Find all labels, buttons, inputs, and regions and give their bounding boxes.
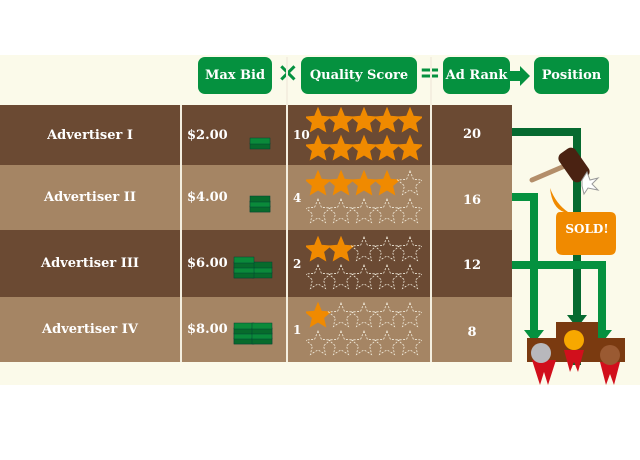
position-podium-diagram — [512, 128, 625, 385]
star-filled-icon — [350, 107, 378, 133]
gold-medal — [564, 330, 584, 372]
ad-rank-header: Ad Rank — [443, 57, 510, 94]
star-filled-icon — [373, 107, 401, 133]
max-bid-value: $8.00 — [187, 322, 228, 337]
money-stack-icon — [233, 322, 273, 344]
equals-sign: = — [419, 58, 441, 88]
table-row: Advertiser I $2.00 10 20 — [0, 105, 512, 165]
advertiser-name: Advertiser IV — [42, 322, 138, 337]
table-row: Advertiser II $4.00 4 16 — [0, 165, 512, 230]
star-filled-icon — [306, 134, 332, 161]
star-filled-icon — [350, 134, 378, 161]
table-row: Advertiser III $6.00 2 12 — [0, 230, 512, 297]
column-divider — [180, 105, 182, 362]
gavel-icon — [529, 147, 600, 196]
star-empty-icon — [306, 263, 332, 289]
star-empty-icon — [396, 197, 422, 223]
rank3-arrow-line — [512, 261, 606, 340]
quality-score-value: 4 — [293, 190, 302, 205]
star-filled-icon — [306, 301, 332, 328]
star-empty-icon — [327, 197, 355, 223]
ad-rank-value: 20 — [462, 127, 482, 142]
star-filled-icon — [350, 169, 378, 196]
max-bid-value: $6.00 — [187, 256, 228, 271]
star-empty-icon — [373, 197, 401, 223]
star-empty-icon — [327, 263, 355, 289]
star-filled-icon — [396, 134, 422, 161]
star-empty-icon — [350, 301, 378, 327]
sold-label: SOLD! — [565, 222, 609, 236]
star-empty-icon — [396, 301, 422, 327]
position-header: Position — [534, 57, 609, 94]
quality-stars — [306, 235, 422, 289]
sold-speech-bubble — [550, 188, 616, 255]
star-filled-icon — [306, 169, 332, 196]
star-empty-icon — [350, 263, 378, 289]
quality-score-value: 1 — [293, 322, 302, 337]
advertiser-name: Advertiser I — [47, 127, 133, 143]
star-filled-icon — [373, 134, 401, 161]
money-bill — [251, 261, 273, 268]
star-filled-icon — [396, 107, 422, 133]
money-bill — [249, 195, 271, 202]
rank2-arrow-line — [512, 193, 538, 340]
star-empty-icon — [373, 329, 401, 355]
star-empty-icon — [350, 329, 378, 355]
star-filled-icon — [373, 169, 401, 196]
column-divider — [430, 57, 432, 362]
star-empty-icon — [327, 301, 355, 327]
quality-score-header: Quality Score — [301, 57, 417, 94]
money-stack-icon — [249, 195, 271, 212]
ad-rank-value: 8 — [467, 325, 477, 340]
star-empty-icon — [373, 263, 401, 289]
star-empty-icon — [373, 235, 401, 261]
bronze-medal — [600, 345, 620, 385]
star-empty-icon — [327, 329, 355, 355]
star-empty-icon — [396, 329, 422, 355]
star-empty-icon — [373, 301, 401, 327]
max-bid-header: Max Bid — [198, 57, 272, 94]
quality-stars — [306, 301, 422, 355]
quality-stars — [306, 169, 422, 223]
star-filled-icon — [327, 134, 355, 161]
money-bill — [249, 137, 271, 145]
star-filled-icon — [306, 235, 332, 262]
star-empty-icon — [306, 329, 332, 355]
quality-score-value: 2 — [293, 256, 302, 271]
star-empty-icon — [350, 235, 378, 261]
advertiser-name: Advertiser III — [40, 256, 139, 271]
table-row: Advertiser IV $8.00 1 8 — [0, 297, 512, 362]
ad-rank-value: 12 — [462, 258, 482, 273]
money-bill — [251, 322, 273, 329]
star-filled-icon — [327, 107, 355, 133]
quality-stars — [306, 107, 422, 161]
star-empty-icon — [350, 197, 378, 223]
quality-score-value: 10 — [293, 128, 310, 142]
star-empty-icon — [396, 235, 422, 261]
ad-rank-value: 16 — [462, 193, 482, 208]
star-filled-icon — [327, 235, 355, 262]
rank1-arrow-line — [512, 128, 581, 365]
star-filled-icon — [327, 169, 355, 196]
advertiser-name: Advertiser II — [44, 190, 136, 205]
star-empty-icon — [306, 197, 332, 223]
star-filled-icon — [306, 107, 332, 133]
money-stack-icon — [233, 256, 273, 278]
max-bid-value: $2.00 — [187, 127, 228, 143]
star-empty-icon — [396, 169, 422, 195]
arrow-right-icon — [508, 66, 530, 86]
column-divider — [286, 57, 288, 362]
money-bill — [233, 256, 255, 263]
silver-medal — [531, 343, 556, 385]
money-bill — [233, 322, 255, 329]
star-empty-icon — [396, 263, 422, 289]
max-bid-value: $4.00 — [187, 190, 228, 205]
money-stack-icon — [249, 137, 271, 150]
